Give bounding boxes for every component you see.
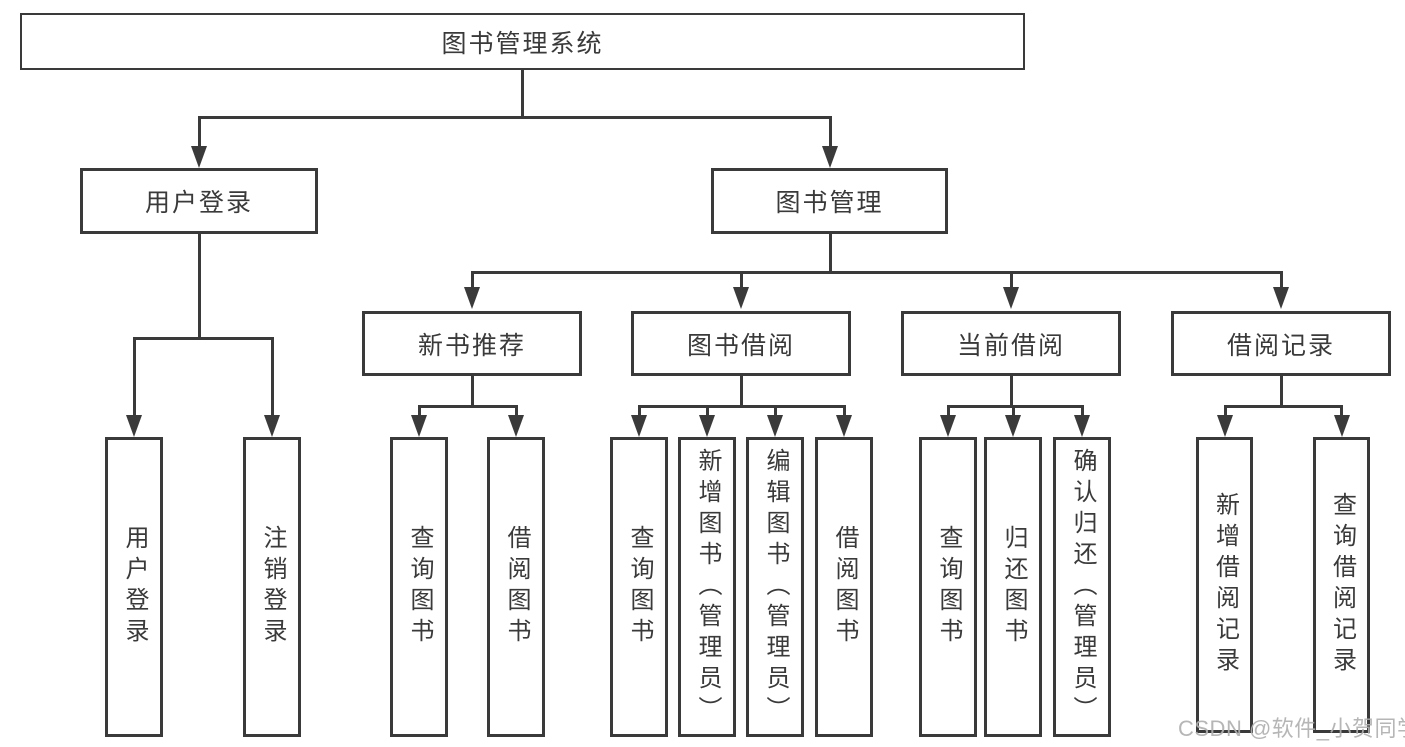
node-borrow-records: 借阅记录	[1171, 311, 1391, 376]
leaf-add-book-admin: 新增图书（管理员）	[678, 437, 736, 737]
leaf-confirm-return-admin-label: 确认归还（管理员）	[1069, 447, 1096, 727]
arrowhead-down-icon	[264, 415, 280, 437]
leaf-borrow-books: 借阅图书	[815, 437, 873, 737]
connector-line	[471, 271, 474, 289]
connector-line	[271, 337, 274, 419]
arrowhead-down-icon	[1003, 287, 1019, 309]
node-borrow-records-label: 借阅记录	[1226, 331, 1335, 360]
connector-line	[843, 405, 846, 417]
arrowhead-down-icon	[191, 146, 207, 168]
leaf-add-book-admin-label: 新增图书（管理员）	[694, 447, 721, 727]
node-book-management-branch-label: 图书管理	[775, 189, 884, 217]
connector-line	[198, 116, 831, 119]
csdn-watermark: CSDN @软件_小贺同学	[1178, 716, 1405, 741]
node-current-borrow: 当前借阅	[901, 311, 1121, 376]
leaf-add-borrow-record-label: 新增借阅记录	[1211, 492, 1239, 678]
arrowhead-down-icon	[1217, 415, 1233, 437]
node-new-book-recommend-label: 新书推荐	[417, 331, 526, 360]
connector-line	[829, 234, 832, 274]
node-book-borrow: 图书借阅	[631, 311, 851, 376]
connector-line	[1012, 405, 1015, 417]
leaf-query-books: 查询图书	[919, 437, 977, 737]
arrowhead-down-icon	[940, 415, 956, 437]
connector-line	[706, 405, 709, 417]
connector-line	[774, 405, 777, 417]
node-book-borrow-label: 图书借阅	[686, 331, 795, 360]
leaf-user-login-label: 用户登录	[121, 525, 148, 649]
node-book-management-branch: 图书管理	[711, 168, 948, 234]
node-user-login-branch: 用户登录	[80, 168, 318, 234]
arrowhead-down-icon	[699, 415, 715, 437]
node-new-book-recommend: 新书推荐	[362, 311, 582, 376]
connector-line	[1224, 405, 1343, 408]
node-current-borrow-label: 当前借阅	[956, 331, 1065, 360]
leaf-return-book-label: 归还图书	[1000, 525, 1027, 649]
node-user-login-branch-label: 用户登录	[144, 189, 253, 217]
arrowhead-down-icon	[1334, 415, 1350, 437]
leaf-query-books: 查询图书	[390, 437, 448, 737]
connector-line	[829, 116, 832, 148]
arrowhead-down-icon	[822, 146, 838, 168]
arrowhead-down-icon	[1005, 415, 1021, 437]
connector-line	[1280, 271, 1283, 289]
leaf-logout-label: 注销登录	[259, 525, 286, 649]
arrowhead-down-icon	[126, 415, 142, 437]
connector-line	[198, 234, 201, 339]
connector-line	[1081, 405, 1084, 417]
arrowhead-down-icon	[1074, 415, 1090, 437]
leaf-borrow-books-label: 借阅图书	[503, 525, 530, 649]
connector-line	[1280, 376, 1283, 407]
connector-line	[740, 376, 743, 407]
node-root-label: 图书管理系统	[441, 29, 604, 58]
arrowhead-down-icon	[733, 287, 749, 309]
connector-line	[471, 271, 1283, 274]
arrowhead-down-icon	[836, 415, 852, 437]
connector-line	[1340, 405, 1343, 417]
connector-line	[521, 70, 524, 118]
connector-line	[1010, 271, 1013, 289]
connector-line	[133, 337, 274, 340]
arrowhead-down-icon	[631, 415, 647, 437]
connector-line	[740, 271, 743, 289]
leaf-query-books-label: 查询图书	[406, 525, 433, 649]
leaf-add-borrow-record: 新增借阅记录	[1196, 437, 1253, 733]
connector-line	[947, 405, 950, 417]
arrowhead-down-icon	[1273, 287, 1289, 309]
leaf-edit-book-admin-label: 编辑图书（管理员）	[762, 447, 789, 727]
connector-line	[947, 405, 1084, 408]
leaf-user-login: 用户登录	[105, 437, 163, 737]
arrowhead-down-icon	[464, 287, 480, 309]
leaf-query-books: 查询图书	[610, 437, 668, 737]
connector-line	[515, 405, 518, 417]
connector-line	[418, 405, 421, 417]
arrowhead-down-icon	[411, 415, 427, 437]
connector-line	[638, 405, 846, 408]
leaf-borrow-books-label: 借阅图书	[831, 525, 858, 649]
connector-line	[198, 116, 201, 148]
leaf-logout: 注销登录	[243, 437, 301, 737]
connector-line	[418, 405, 518, 408]
connector-line	[133, 337, 136, 419]
arrowhead-down-icon	[767, 415, 783, 437]
leaf-query-borrow-record: 查询借阅记录	[1313, 437, 1370, 733]
leaf-return-book: 归还图书	[984, 437, 1042, 737]
connector-line	[1010, 376, 1013, 407]
leaf-query-books-label: 查询图书	[935, 525, 962, 649]
leaf-query-borrow-record-label: 查询借阅记录	[1328, 492, 1356, 678]
connector-line	[1224, 405, 1227, 417]
connector-line	[638, 405, 641, 417]
leaf-edit-book-admin: 编辑图书（管理员）	[746, 437, 804, 737]
arrowhead-down-icon	[508, 415, 524, 437]
node-root: 图书管理系统	[20, 13, 1025, 70]
leaf-query-books-label: 查询图书	[626, 525, 653, 649]
leaf-confirm-return-admin: 确认归还（管理员）	[1053, 437, 1111, 737]
leaf-borrow-books: 借阅图书	[487, 437, 545, 737]
connector-line	[471, 376, 474, 407]
